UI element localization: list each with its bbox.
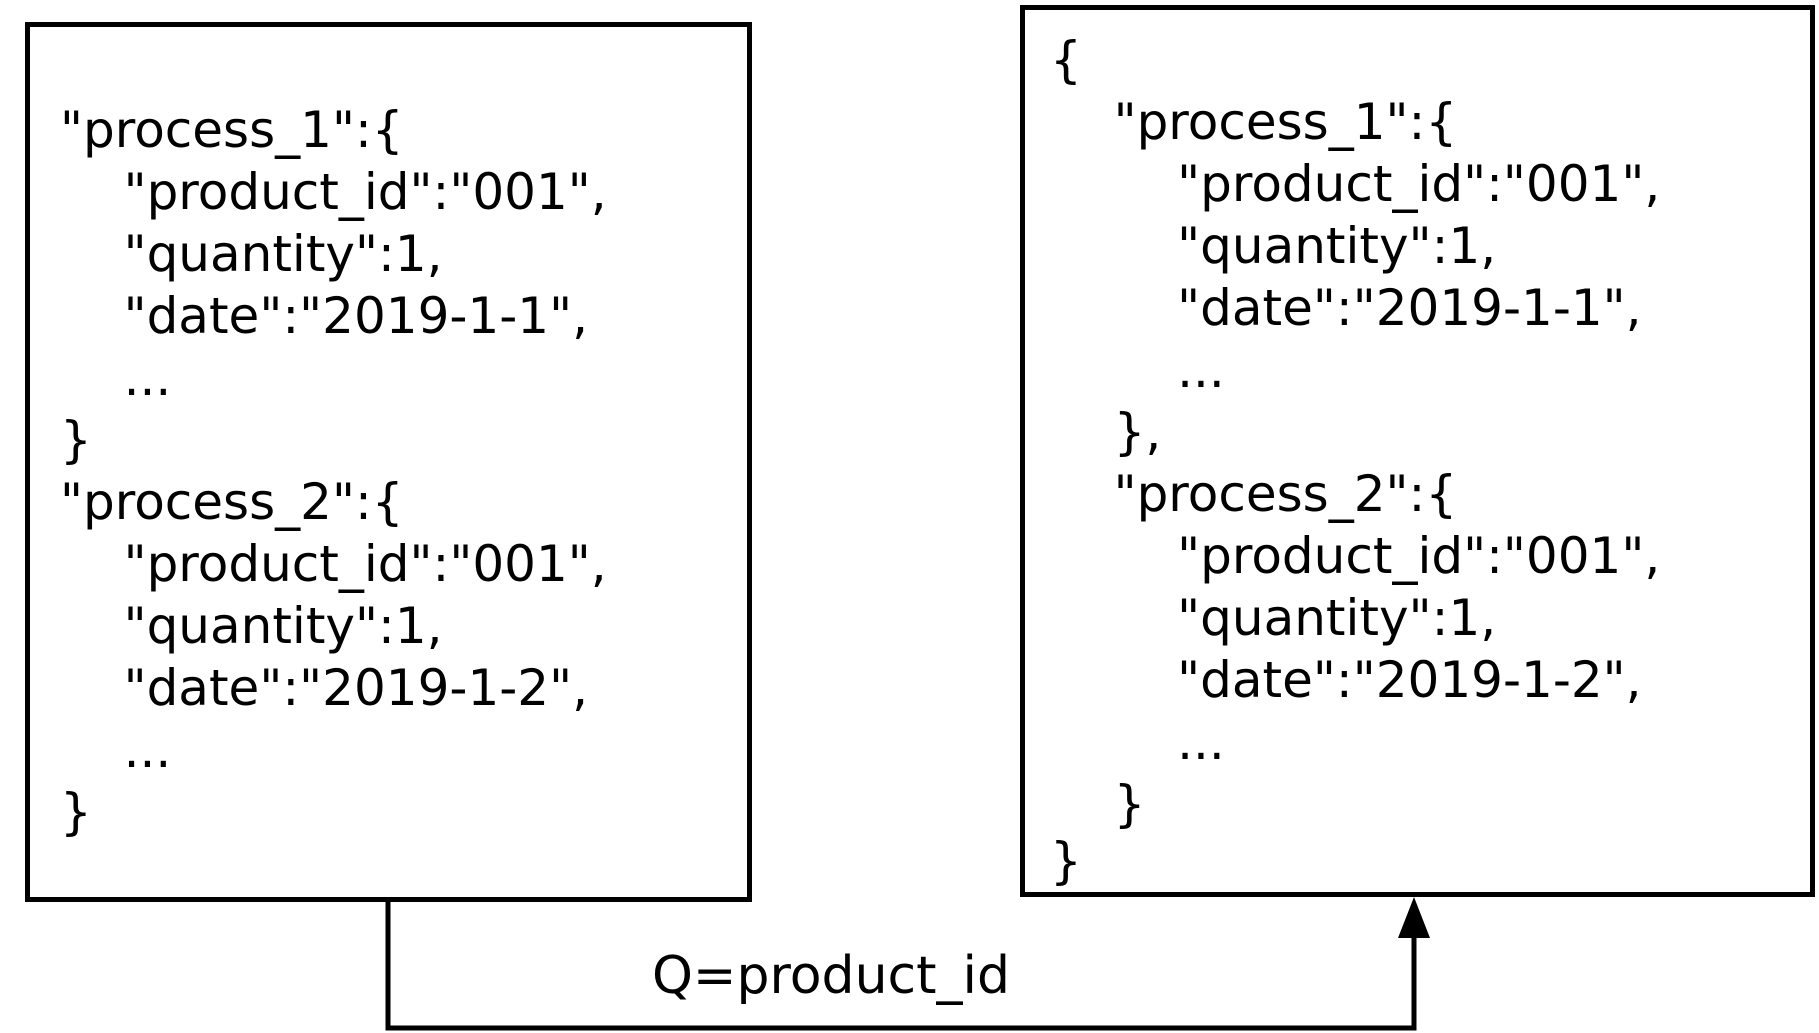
- left-line-3: "quantity":1,: [60, 225, 443, 283]
- source-json-box: "process_1":{ "product_id":"001", "quant…: [25, 22, 752, 902]
- right-line-11: "date":"2019-1-2",: [1050, 651, 1642, 709]
- right-line-7: },: [1050, 403, 1162, 461]
- merged-json-box: { "process_1":{ "product_id":"001", "qua…: [1020, 5, 1815, 897]
- arrowhead-icon: [1398, 897, 1430, 938]
- right-line-4: "quantity":1,: [1050, 217, 1497, 275]
- right-line-12: ...: [1050, 713, 1225, 771]
- right-line-3: "product_id":"001",: [1050, 155, 1661, 213]
- right-line-8: "process_2":{: [1050, 465, 1458, 523]
- left-line-1: "process_1":{: [60, 101, 404, 159]
- right-line-10: "quantity":1,: [1050, 589, 1497, 647]
- right-line-13: }: [1050, 775, 1146, 833]
- left-line-9: "quantity":1,: [60, 597, 443, 655]
- left-line-11: ...: [60, 721, 172, 779]
- right-line-5: "date":"2019-1-1",: [1050, 279, 1642, 337]
- left-line-12: }: [60, 783, 92, 841]
- connector-line: [385, 900, 1417, 1031]
- left-line-4: "date":"2019-1-1",: [60, 287, 589, 345]
- left-line-6: }: [60, 411, 92, 469]
- left-line-5: ...: [60, 349, 172, 407]
- right-line-14: }: [1050, 832, 1082, 890]
- left-line-10: "date":"2019-1-2",: [60, 659, 589, 717]
- right-line-9: "product_id":"001",: [1050, 527, 1661, 585]
- left-line-7: "process_2":{: [60, 473, 404, 531]
- right-line-2: "process_1":{: [1050, 93, 1458, 151]
- left-line-8: "product_id":"001",: [60, 535, 607, 593]
- right-line-1: {: [1050, 31, 1082, 89]
- connector-label: Q=product_id: [652, 946, 1010, 1006]
- right-line-6: ...: [1050, 341, 1225, 399]
- left-line-2: "product_id":"001",: [60, 163, 607, 221]
